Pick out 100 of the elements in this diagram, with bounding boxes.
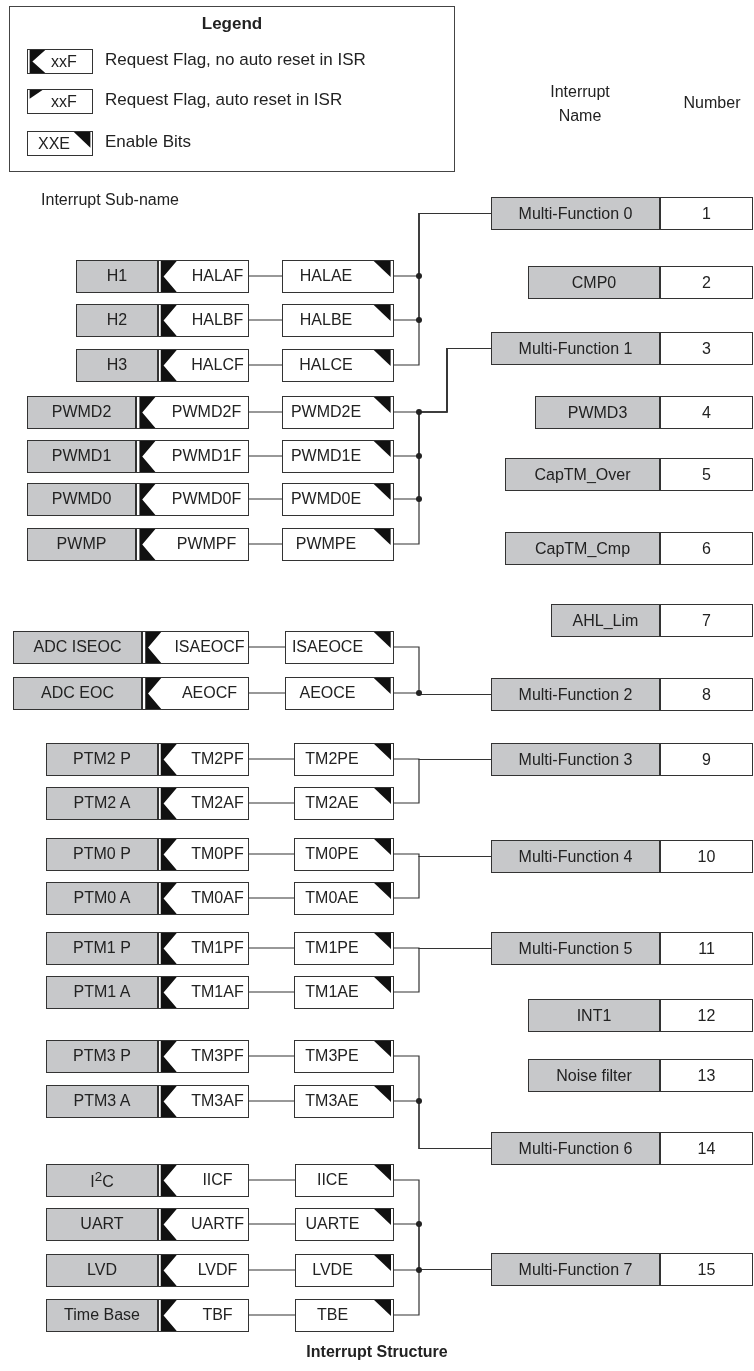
- connector-line: [248, 498, 283, 500]
- legend-sample: xxF: [27, 89, 93, 114]
- vector-number-box: 15: [660, 1253, 753, 1286]
- interrupt-source-box: PTM2 A: [46, 786, 158, 820]
- connector-line: [248, 646, 286, 648]
- interrupt-source-box: PTM1 A: [46, 975, 158, 1009]
- request-flag-box: PWMPF: [136, 527, 249, 561]
- connector-line: [248, 455, 283, 457]
- connector-line: [393, 692, 492, 696]
- connector-line: [248, 411, 283, 413]
- enable-bit-box: HALCE: [282, 348, 394, 382]
- legend-text: Enable Bits: [105, 132, 191, 152]
- connector-line: [248, 802, 295, 804]
- enable-bit-box: PWMD2E: [282, 395, 394, 429]
- vector-number-box: 4: [660, 396, 753, 429]
- interrupt-source-box: PWMP: [27, 527, 136, 561]
- interrupt-name-box: Multi-Function 1: [491, 332, 660, 365]
- request-flag-box: AEOCF: [142, 676, 249, 710]
- request-flag-box: TM0AF: [158, 881, 249, 915]
- request-flag-box: TM2PF: [158, 742, 249, 776]
- connector-line: [248, 1314, 296, 1316]
- interrupt-name-box: Multi-Function 0: [491, 197, 660, 230]
- vector-number-box: 14: [660, 1132, 753, 1165]
- enable-bit-box: AEOCE: [285, 676, 394, 710]
- connector-line: [248, 275, 283, 277]
- request-flag-box: HALCF: [158, 348, 249, 382]
- enable-bit-box: PWMD1E: [282, 439, 394, 473]
- connector-line: [393, 212, 492, 366]
- connector-line: [248, 758, 295, 760]
- legend-title: Legend: [200, 14, 264, 34]
- interrupt-source-box: ADC ISEOC: [13, 630, 142, 664]
- interrupt-source-box: LVD: [46, 1253, 158, 1287]
- vector-number-box: 6: [660, 532, 753, 565]
- enable-bit-box: TM3AE: [294, 1084, 394, 1118]
- legend-sample: XXE: [27, 131, 93, 156]
- interrupt-source-box: I$^{2}$C: [46, 1163, 158, 1197]
- enable-bit-box: LVDE: [295, 1253, 394, 1287]
- connector-line: [393, 855, 492, 899]
- request-flag-box: TM3PF: [158, 1039, 249, 1073]
- connector-line: [248, 692, 286, 694]
- request-flag-box: TM1AF: [158, 975, 249, 1009]
- enable-bit-box: HALBE: [282, 303, 394, 337]
- interrupt-source-box: PWMD2: [27, 395, 136, 429]
- enable-bit-box: TM0PE: [294, 837, 394, 871]
- interrupt-name-box: CMP0: [528, 266, 660, 299]
- connector-line: [248, 1269, 296, 1271]
- interrupt-source-box: PTM0 P: [46, 837, 158, 871]
- legend-sample: xxF: [27, 49, 93, 74]
- vector-number-box: 7: [660, 604, 753, 637]
- connector-line: [248, 364, 283, 366]
- connector-line: [393, 947, 492, 993]
- vector-number-box: 2: [660, 266, 753, 299]
- vector-number-box: 8: [660, 678, 753, 711]
- interrupt-name-box: CapTM_Over: [505, 458, 660, 491]
- vector-number-box: 9: [660, 743, 753, 776]
- request-flag-box: PWMD2F: [136, 395, 249, 429]
- interrupt-name-box: Multi-Function 7: [491, 1253, 660, 1286]
- column-header: Number: [682, 94, 742, 112]
- interrupt-source-box: PTM3 A: [46, 1084, 158, 1118]
- request-flag-box: TM3AF: [158, 1084, 249, 1118]
- interrupt-source-box: UART: [46, 1207, 158, 1241]
- request-flag-box: TM1PF: [158, 931, 249, 965]
- connector-line: [248, 947, 295, 949]
- request-flag-box: TBF: [158, 1298, 249, 1332]
- interrupt-name-box: INT1: [528, 999, 660, 1032]
- vector-number-box: 10: [660, 840, 753, 873]
- vector-number-box: 5: [660, 458, 753, 491]
- interrupt-source-box: PTM3 P: [46, 1039, 158, 1073]
- request-flag-box: HALAF: [158, 259, 249, 293]
- interrupt-source-box: Time Base: [46, 1298, 158, 1332]
- interrupt-name-box: Multi-Function 4: [491, 840, 660, 873]
- interrupt-name-box: Noise filter: [528, 1059, 660, 1092]
- request-flag-box: HALBF: [158, 303, 249, 337]
- enable-bit-box: TBE: [295, 1298, 394, 1332]
- connector-line: [393, 1100, 492, 1150]
- interrupt-source-box: H2: [76, 303, 158, 337]
- interrupt-name-box: CapTM_Cmp: [505, 532, 660, 565]
- enable-bit-box: TM3PE: [294, 1039, 394, 1073]
- connector-line: [248, 897, 295, 899]
- enable-bit-box: UARTE: [295, 1207, 394, 1241]
- request-flag-box: LVDF: [158, 1253, 249, 1287]
- interrupt-source-box: H3: [76, 348, 158, 382]
- enable-bit-box: IICE: [295, 1163, 394, 1197]
- enable-bit-box: ISAEOCE: [285, 630, 394, 664]
- request-flag-box: TM0PF: [158, 837, 249, 871]
- interrupt-source-box: PWMD0: [27, 482, 136, 516]
- interrupt-name-box: PWMD3: [535, 396, 660, 429]
- interrupt-name-box: Multi-Function 5: [491, 932, 660, 965]
- vector-number-box: 11: [660, 932, 753, 965]
- request-flag-box: PWMD1F: [136, 439, 249, 473]
- enable-bit-box: HALAE: [282, 259, 394, 293]
- interrupt-source-box: PTM0 A: [46, 881, 158, 915]
- vector-number-box: 3: [660, 332, 753, 365]
- figure-caption: Interrupt Structure: [305, 1343, 449, 1361]
- interrupt-source-box: PTM1 P: [46, 931, 158, 965]
- enable-bit-box: PWMD0E: [282, 482, 394, 516]
- enable-bit-box: TM0AE: [294, 881, 394, 915]
- interrupt-source-box: H1: [76, 259, 158, 293]
- legend-text: Request Flag, auto reset in ISR: [105, 90, 343, 110]
- connector-line: [248, 1223, 296, 1225]
